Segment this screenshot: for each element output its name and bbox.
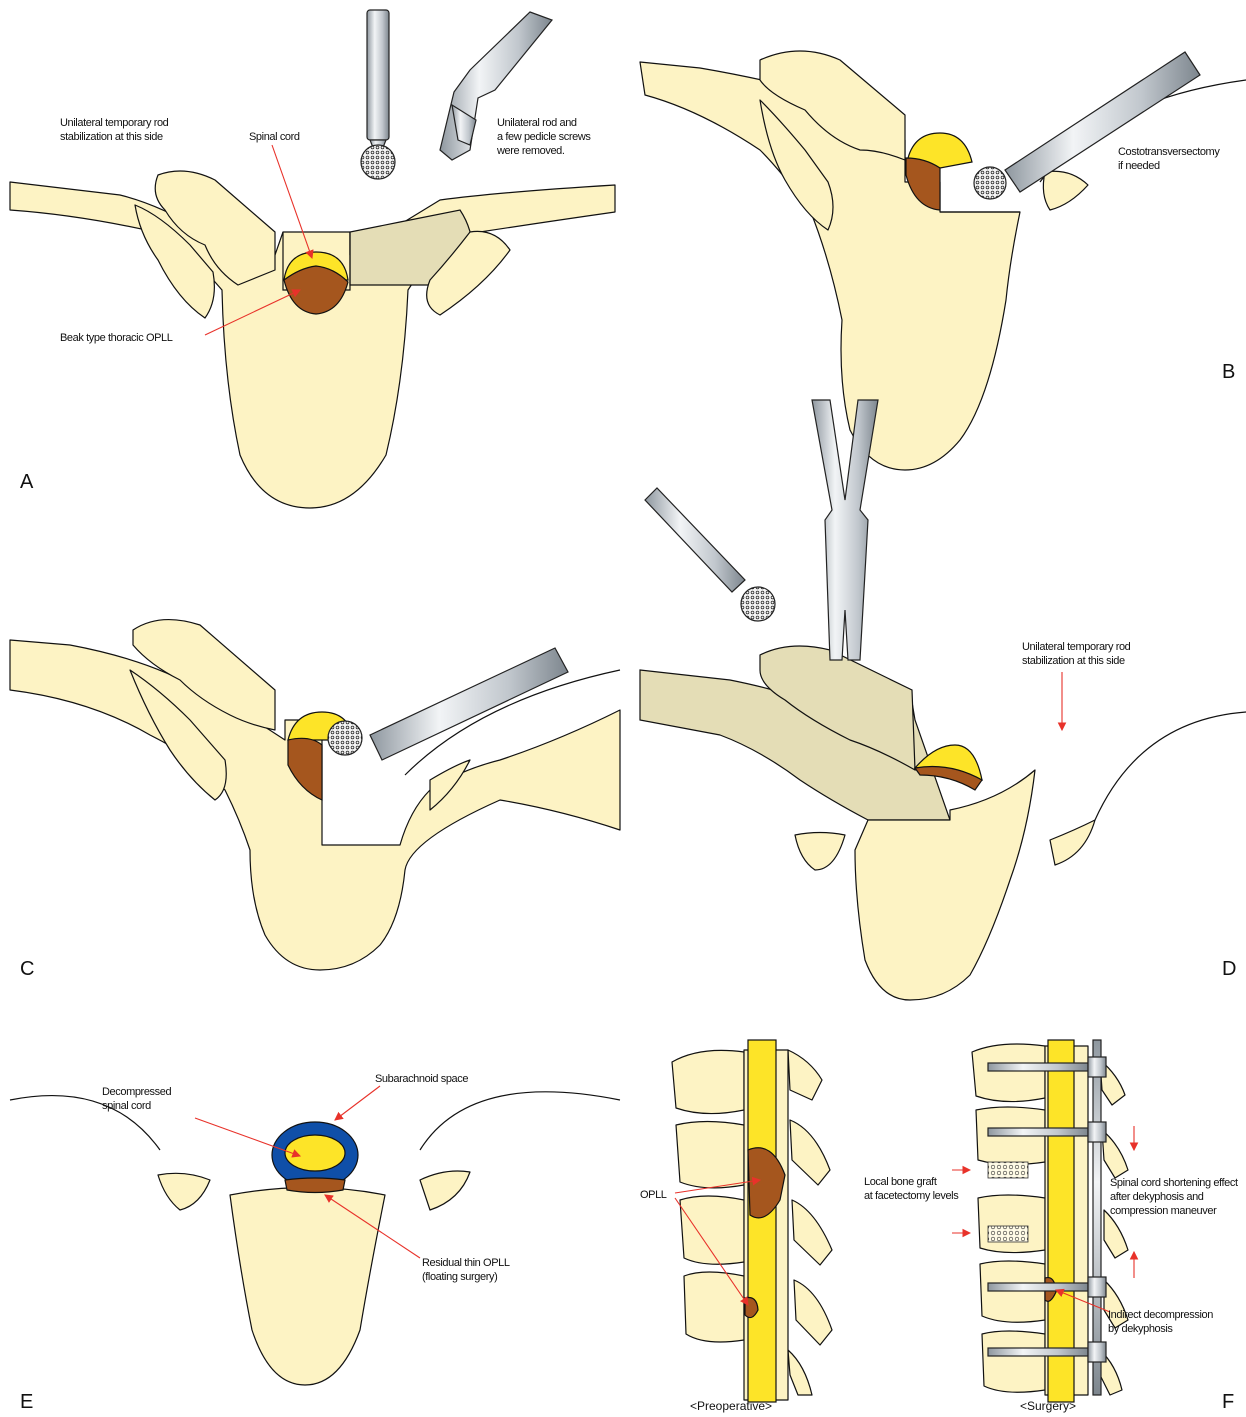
f-indirect-label-2: by dekyphosis [1108, 1323, 1173, 1335]
panel-b: Costotransversectomy if needed B [640, 51, 1246, 470]
e-residual-label-1: Residual thin OPLL [422, 1257, 510, 1269]
f-shortening-label-1: Spinal cord shortening effect [1110, 1177, 1238, 1189]
f-screw-3 [988, 1283, 1088, 1291]
f-caption-preoperative: <Preoperative> [690, 1399, 772, 1413]
f-screw-head-2 [1088, 1122, 1106, 1142]
right-facet-b [1043, 171, 1088, 210]
e-decomp-label-1: Decompressed [102, 1086, 171, 1098]
panel-e: Decompressed spinal cord Subarachnoid sp… [10, 1073, 620, 1413]
panel-letter-c: C [20, 958, 34, 980]
panel-letter-a: A [20, 471, 34, 493]
burr-tip-b [974, 167, 1006, 199]
panel-letter-e: E [20, 1391, 33, 1413]
f-bone-graft-lower [988, 1226, 1028, 1242]
left-facet-e [158, 1173, 210, 1210]
burr-shaft-a [367, 10, 389, 140]
f-preoperative-spine: OPLL <Preoperative> [640, 1040, 832, 1413]
f-surgery-spine: Local bone graft at facetectomy levels S… [864, 1040, 1238, 1413]
burr-tip-a [361, 145, 395, 179]
panel-d: Unilateral temporary rod stabilization a… [640, 400, 1246, 1000]
f-screw-2 [988, 1128, 1088, 1136]
panel-letter-f: F [1222, 1391, 1234, 1413]
burr-shaft-b [1005, 52, 1200, 192]
a-cord-label: Spinal cord [249, 131, 300, 143]
burr-tip-d [741, 587, 775, 621]
f-screw-4 [988, 1348, 1088, 1356]
b-costo-label-1: Costotransversectomy [1118, 146, 1220, 158]
f-screw-head-1 [1088, 1057, 1106, 1077]
left-facet-d [795, 833, 845, 871]
d-rod-label-1: Unilateral temporary rod [1022, 641, 1131, 653]
panel-a: Unilateral temporary rod stabilization a… [10, 10, 615, 508]
a-rod-label-1: Unilateral temporary rod [60, 117, 169, 129]
a-removed-label-3: were removed. [496, 145, 565, 157]
vertebra-a [10, 182, 615, 508]
a-removed-label-2: a few pedicle screws [497, 131, 591, 143]
panel-letter-d: D [1222, 958, 1236, 980]
f-shortening-label-2: after dekyphosis and [1110, 1191, 1204, 1203]
a-removed-label-1: Unilateral rod and [497, 117, 577, 129]
f-shortening-label-3: compression maneuver [1110, 1205, 1217, 1217]
a-rod-label-2: stabilization at this side [60, 131, 163, 143]
f-indirect-label-1: Indirect decompression [1108, 1309, 1213, 1321]
f-screw-1 [988, 1063, 1088, 1071]
panel-c: C [10, 620, 620, 980]
b-costo-label-2: if needed [1118, 160, 1160, 172]
a-opll-label: Beak type thoracic OPLL [60, 332, 173, 344]
right-facet-d [1050, 820, 1095, 865]
f-pre-cord [748, 1040, 776, 1402]
residual-opll-e [285, 1178, 345, 1193]
d-rod-label-2: stabilization at this side [1022, 655, 1125, 667]
panel-letter-b: B [1222, 361, 1235, 383]
e-decomp-label-2: spinal cord [102, 1100, 151, 1112]
burr-shaft-d [645, 488, 745, 592]
e-residual-label-2: (floating surgery) [422, 1271, 497, 1283]
f-screw-head-4 [1088, 1342, 1106, 1362]
burr-tip-c [328, 721, 362, 755]
f-graft-label-1: Local bone graft [864, 1176, 937, 1188]
right-facet-e [420, 1171, 470, 1210]
f-opll-label: OPLL [640, 1189, 667, 1201]
e-subarachnoid-label: Subarachnoid space [375, 1073, 468, 1085]
f-graft-label-2: at facetectomy levels [864, 1190, 959, 1202]
e-subarachnoid-arrow [335, 1086, 380, 1120]
spinal-cord-e [285, 1135, 345, 1171]
f-bone-graft-upper [988, 1162, 1028, 1178]
f-caption-surgery: <Surgery> [1020, 1399, 1076, 1413]
rongeur-d [812, 400, 878, 660]
vertebral-body-e [230, 1188, 385, 1386]
f-screw-head-3 [1088, 1277, 1106, 1297]
panel-f: OPLL <Preoperative> [640, 1040, 1238, 1413]
burr-shaft-c [370, 648, 568, 760]
